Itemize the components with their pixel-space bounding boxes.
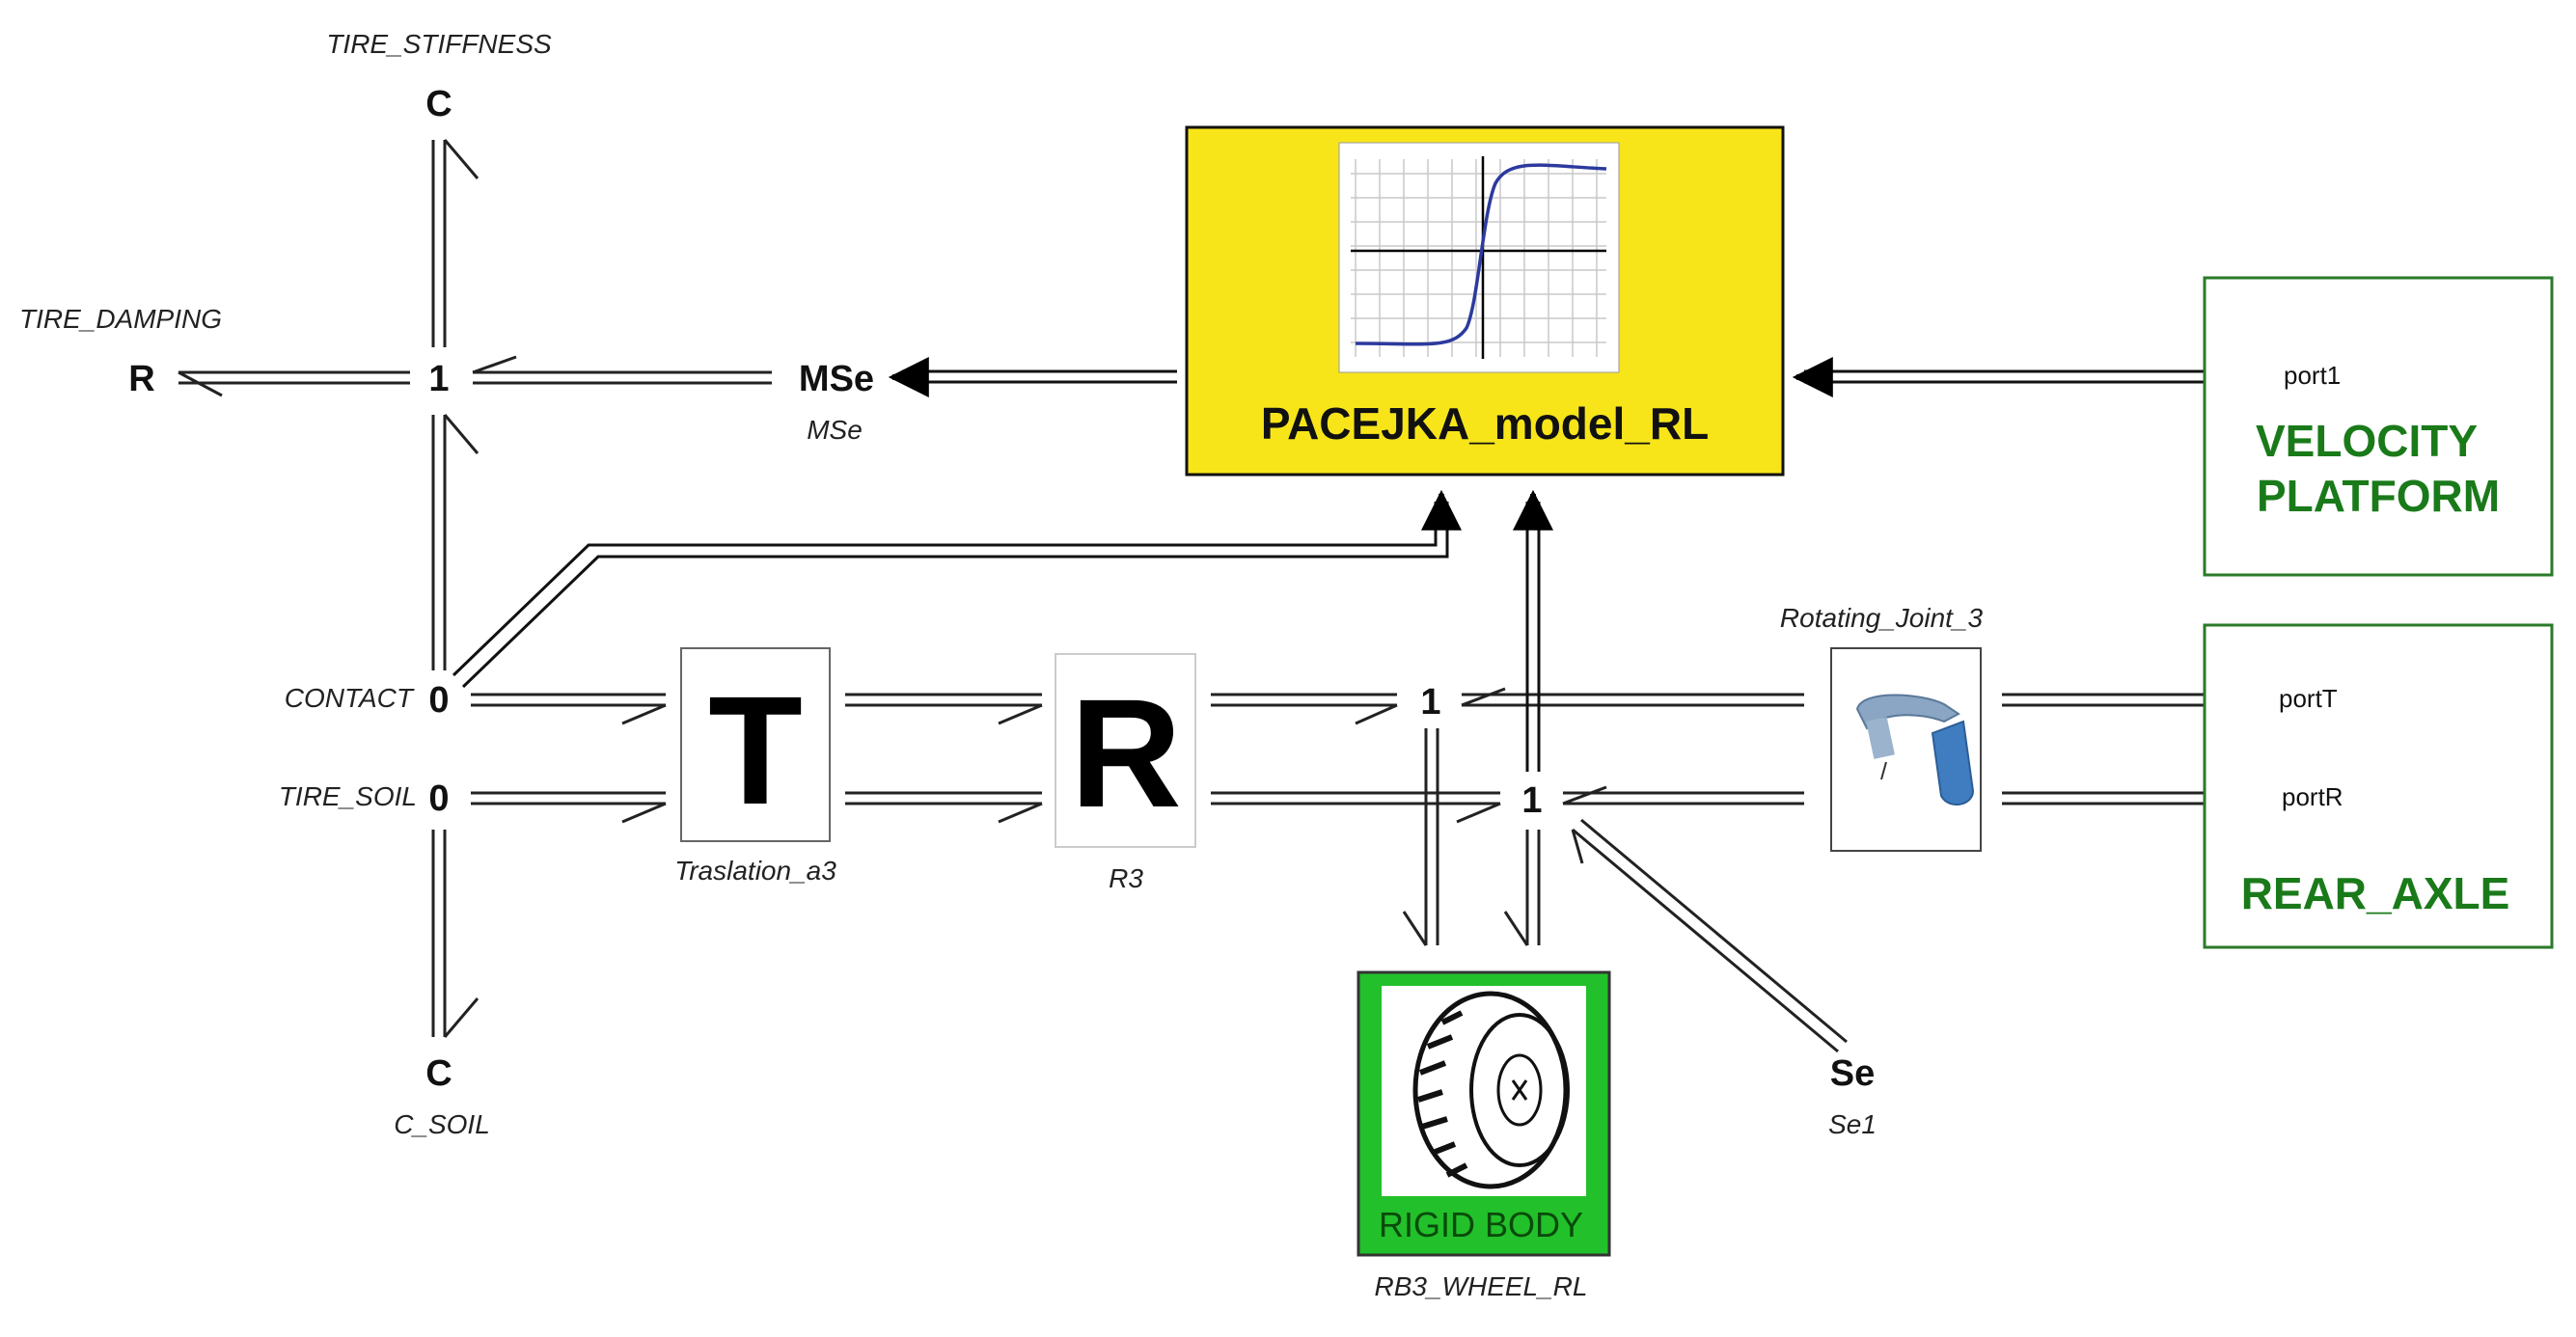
velocity-port-label: port1	[2284, 361, 2341, 390]
c-top-node: C	[425, 84, 452, 124]
bond-one-to-contact	[431, 414, 480, 670]
tire-damping-label: TIRE_DAMPING	[19, 304, 222, 334]
zero-soil-node: 0	[428, 778, 449, 819]
translation-label: Traslation_a3	[674, 856, 836, 886]
rear-axle-title: REAR_AXLE	[2241, 868, 2510, 918]
rigid-body-block[interactable]: RIGID BODY	[1357, 970, 1611, 1257]
bond-one-low-to-rigid-body	[1503, 830, 1541, 946]
bond-soil-to-t	[471, 791, 667, 824]
tire-soil-label: TIRE_SOIL	[279, 781, 417, 811]
pacejka-block[interactable]: PACEJKA_model_RL	[1185, 125, 1785, 477]
r-letter: R	[1070, 667, 1182, 839]
se-node: Se	[1830, 1053, 1875, 1094]
signal-contact-to-pacejka	[452, 489, 1462, 689]
bond-contact-to-t	[471, 693, 667, 725]
tire-icon	[1412, 991, 1570, 1189]
bond-r-to-one-mid	[1211, 693, 1398, 725]
bond-one-to-r	[178, 370, 410, 397]
bond-soil-to-c-bottom	[431, 830, 480, 1038]
pacejka-curve-thumbnail	[1338, 142, 1620, 373]
mse-name-label: MSe	[807, 415, 863, 445]
velocity-title-line1: VELOCITY	[2256, 416, 2478, 466]
rear-axle-block[interactable]: portT portR REAR_AXLE	[2203, 623, 2554, 949]
bonds	[178, 139, 2263, 1053]
bond-r-to-one-low	[1211, 791, 1501, 824]
bond-mse-to-one	[472, 355, 772, 385]
r3-label: R3	[1109, 863, 1143, 893]
wheel-label: RB3_WHEEL_RL	[1375, 1271, 1588, 1301]
rotating-joint-icon	[1855, 694, 1975, 805]
signal-arrows	[452, 357, 2277, 772]
velocity-title-line2: PLATFORM	[2257, 471, 2500, 521]
bond-one-low-to-joint	[1562, 785, 1804, 805]
one-low-node: 1	[1521, 780, 1542, 821]
pacejka-title: PACEJKA_model_RL	[1261, 398, 1709, 449]
velocity-platform-block[interactable]: port1 VELOCITY PLATFORM	[2203, 276, 2554, 577]
rear-axle-portr-label: portR	[2282, 782, 2343, 811]
one-top-node: 1	[428, 359, 449, 399]
rear-axle-portt-label: portT	[2279, 684, 2338, 713]
r-left-node: R	[128, 359, 154, 399]
signal-velocity-to-pacejka	[1792, 357, 2277, 397]
mse-node: MSe	[799, 359, 874, 399]
se-name-label: Se1	[1828, 1109, 1877, 1139]
translation-block[interactable]: T Traslation_a3	[674, 647, 836, 886]
bond-se-to-one-low	[1571, 818, 1848, 1053]
one-mid-node: 1	[1420, 682, 1440, 723]
bond-t-to-r-upper	[845, 693, 1043, 725]
node-labels: TIRE_STIFFNESS C TIRE_DAMPING R 1 MSe MS…	[19, 29, 1984, 1301]
signal-one-low-to-pacejka	[1513, 489, 1553, 772]
signal-pacejka-to-mse	[888, 357, 1177, 397]
bond-c-top-to-one	[431, 139, 480, 347]
rigid-body-title: RIGID BODY	[1379, 1205, 1583, 1244]
bond-one-mid-to-rigid-body	[1402, 728, 1439, 946]
t-letter: T	[708, 664, 803, 836]
rotating-joint-label: Rotating_Joint_3	[1780, 603, 1984, 633]
rotating-joint-block[interactable]	[1830, 647, 1982, 852]
c-bottom-node: C	[425, 1053, 452, 1094]
contact-label: CONTACT	[285, 683, 415, 713]
c-soil-label: C_SOIL	[394, 1109, 490, 1139]
tire-stiffness-label: TIRE_STIFFNESS	[326, 29, 552, 59]
bond-t-to-r-lower	[845, 791, 1043, 824]
r3-block[interactable]: R R3	[1055, 653, 1196, 893]
bond-one-mid-to-joint	[1461, 687, 1804, 707]
zero-contact-node: 0	[428, 680, 449, 721]
